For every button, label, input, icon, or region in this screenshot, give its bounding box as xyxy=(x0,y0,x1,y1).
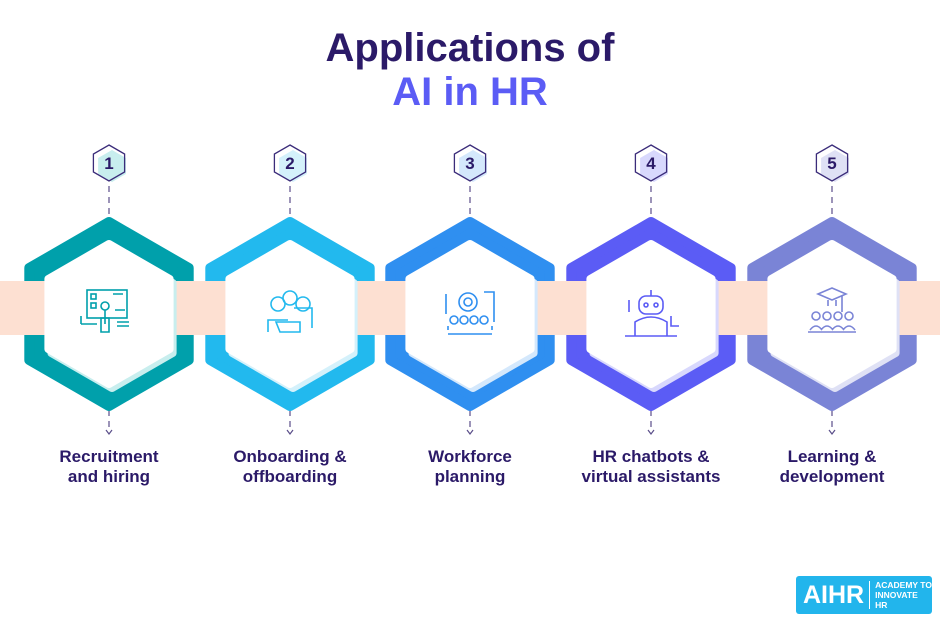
number-badge-shadow xyxy=(459,150,487,182)
number-badge xyxy=(273,144,307,182)
step-number: 5 xyxy=(827,154,836,173)
arrow-down-icon xyxy=(466,429,474,435)
title-line-1: Applications of xyxy=(325,26,615,70)
number-badge-shadow xyxy=(640,150,668,182)
step-5: 5 xyxy=(740,144,924,435)
graduation-group-icon xyxy=(808,287,856,333)
number-badge xyxy=(453,144,487,182)
team-handshake-icon xyxy=(267,290,313,333)
step-4: 4 xyxy=(559,144,743,435)
number-badge-shadow xyxy=(279,150,307,182)
step-number: 3 xyxy=(465,154,474,173)
inner-hexagon xyxy=(767,240,897,388)
step-label: Recruitment and hiring xyxy=(59,447,159,486)
number-badge xyxy=(815,144,849,182)
step-label: HR chatbots & virtual assistants xyxy=(581,447,721,486)
robot-icon xyxy=(625,290,679,337)
number-badge xyxy=(634,144,668,182)
step-1: 1 xyxy=(17,144,201,435)
logo-mark: AIHR xyxy=(796,581,871,609)
step-label: Workforce planning xyxy=(428,447,512,486)
number-badge-shadow xyxy=(98,150,126,182)
step-number: 1 xyxy=(104,154,113,173)
inner-hexagon xyxy=(225,240,355,388)
number-badge-shadow xyxy=(821,150,849,182)
logo-line-2: INNOVATE HR xyxy=(875,590,918,610)
arrow-down-icon xyxy=(647,429,655,435)
arrow-down-icon xyxy=(286,429,294,435)
arrow-down-icon xyxy=(828,429,836,435)
step-number: 2 xyxy=(285,154,294,173)
step-label: Learning & development xyxy=(779,447,885,486)
workforce-gear-icon xyxy=(445,291,495,335)
inner-hexagon xyxy=(44,240,174,388)
step-label: Onboarding & offboarding xyxy=(233,447,347,486)
number-badge xyxy=(92,144,126,182)
step-3: 3 xyxy=(378,144,562,435)
arrow-down-icon xyxy=(105,429,113,435)
logo-line-1: ACADEMY TO xyxy=(875,580,932,590)
step-2: 2 xyxy=(198,144,382,435)
title-line-2: AI in HR xyxy=(392,70,548,114)
inner-hexagon xyxy=(405,240,535,388)
step-number: 4 xyxy=(646,154,656,173)
recruitment-touchscreen-icon xyxy=(80,289,129,333)
